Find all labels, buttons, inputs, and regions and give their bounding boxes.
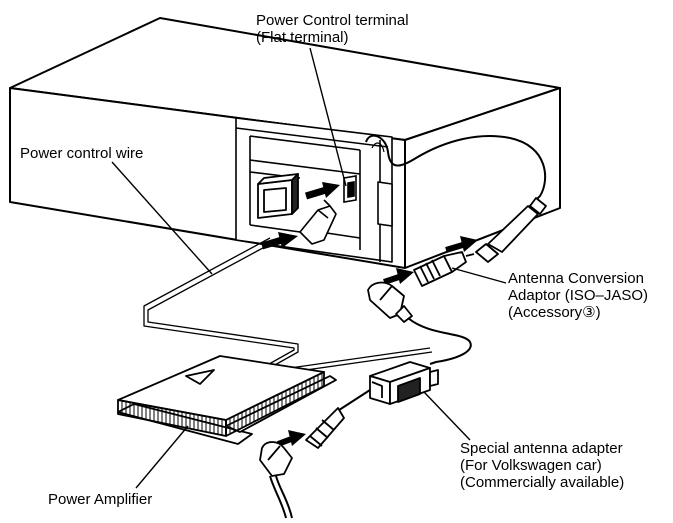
adapter-lead bbox=[335, 389, 371, 413]
arrow-to-antenna-plug bbox=[445, 236, 478, 253]
car-antenna-cable bbox=[269, 475, 293, 519]
antenna-conversion-adaptor bbox=[413, 251, 475, 287]
power-amplifier bbox=[117, 355, 337, 445]
leader-power-amplifier bbox=[135, 425, 189, 489]
label-power-control-terminal-line2: (Flat terminal) bbox=[256, 29, 349, 46]
special-antenna-adapter bbox=[369, 361, 439, 405]
label-antenna-conversion-line3: (Accessory③) bbox=[508, 304, 601, 321]
arrow-to-flat-terminal bbox=[304, 182, 340, 200]
power-control-plug bbox=[299, 199, 337, 245]
label-special-antenna-adapter: Special antenna adapter (For Volkswagen … bbox=[460, 440, 624, 491]
label-power-control-terminal-line1: Power Control terminal bbox=[256, 12, 409, 29]
leader-lines bbox=[111, 47, 507, 489]
leader-power-control-terminal bbox=[309, 47, 347, 187]
label-power-control-terminal: Power Control terminal (Flat terminal) bbox=[256, 12, 409, 46]
label-power-control-wire: Power control wire bbox=[20, 145, 143, 162]
label-special-antenna-line3: (Commercially available) bbox=[460, 474, 625, 491]
leader-antenna-conversion bbox=[451, 267, 507, 284]
antenna-plug-end bbox=[475, 197, 547, 263]
arrow-to-conical-plug bbox=[276, 430, 306, 447]
arrow-to-adaptor bbox=[383, 268, 414, 285]
antenna-cable bbox=[365, 134, 547, 211]
adapter-cable bbox=[407, 317, 472, 365]
iso-elbow-plug bbox=[367, 281, 413, 323]
flat-terminal-socket bbox=[343, 175, 357, 203]
car-antenna-plug bbox=[259, 441, 293, 477]
label-antenna-conversion-line1: Antenna Conversion bbox=[508, 270, 644, 287]
square-connector bbox=[257, 173, 299, 219]
power-control-wire bbox=[143, 237, 299, 389]
leader-special-antenna bbox=[423, 391, 471, 441]
conical-plug bbox=[305, 407, 345, 449]
leader-power-control-wire bbox=[111, 161, 213, 275]
label-power-control-wire-text: Power control wire bbox=[20, 145, 144, 162]
label-special-antenna-line2: (For Volkswagen car) bbox=[460, 457, 602, 474]
label-special-antenna-line1: Special antenna adapter bbox=[460, 440, 623, 457]
label-antenna-conversion-line2: Adaptor (ISO–JASO) bbox=[508, 287, 649, 304]
label-power-amplifier-text: Power Amplifier bbox=[48, 491, 153, 508]
label-power-amplifier: Power Amplifier bbox=[48, 491, 152, 508]
label-antenna-conversion-adaptor: Antenna Conversion Adaptor (ISO–JASO) (A… bbox=[508, 270, 648, 321]
